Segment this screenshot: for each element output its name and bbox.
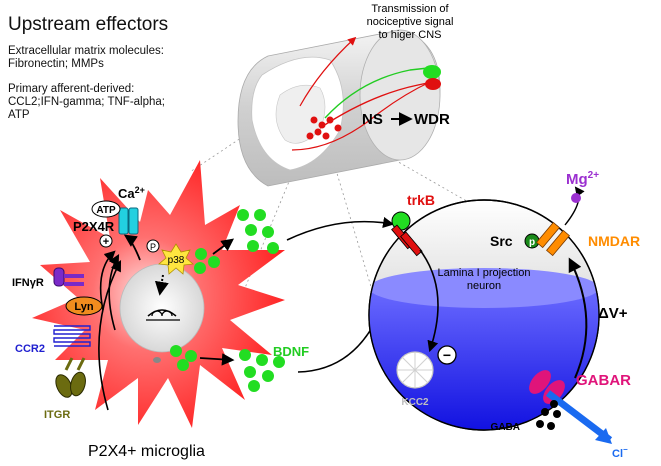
ns-label: NS [362,111,383,128]
transmission-label-1: Transmission of [371,3,449,15]
p38-label: p38 [168,255,185,266]
ecm-header: Extracellular matrix molecules: [8,45,164,57]
bdnf-to-trkb-arrow-upper [286,216,395,241]
cl-label: Cl− [612,445,628,460]
atp-bubble [91,200,121,218]
spinal-pathways [291,36,441,151]
transmission-label-2: nociceptive signal [367,16,454,28]
bdnf-vesicles-lower [170,345,197,371]
minus-label: − [443,347,451,363]
itgr-arrow [98,260,122,411]
wdr-label: WDR [414,111,450,128]
itgr-receptor [55,357,86,398]
afferent-header: Primary afferent-derived: [8,83,135,95]
mg-release-arrow [564,186,585,226]
p38-to-nucleus-arrow [154,274,169,296]
cl-efflux-arrowhead [595,428,612,444]
bdnf-extracellular-lower [239,349,285,392]
ifngr-label: IFNγR [12,277,44,289]
phospho-icon [146,239,160,253]
microglia-label: P2X4+ microglia [88,443,205,460]
atp-label: ATP [96,205,116,216]
bdnf-label: BDNF [273,344,309,359]
release-arrow-lower [199,353,235,366]
gaba-label: GABA [491,422,520,433]
ecm-items: Fibronectin; MMPs [8,58,104,70]
release-arrow-upper [212,238,235,255]
transmission-label-3: to higer CNS [379,29,442,41]
kcc2-label: KCC2 [401,397,429,408]
bdnf-vesicles-upper [194,248,220,274]
src-label: Src [490,233,513,249]
mg-label: Mg2+ [566,170,599,188]
nmdar-label: NMDAR [588,233,640,249]
ca-label: Ca2+ [118,185,145,201]
nmdar-channel [536,221,570,257]
neuron-label-1: Lamina I projection [438,267,531,279]
neuron-label-2: neuron [467,280,501,292]
kcc2-transporter [396,351,434,389]
trkb-to-kcc2-arrow [419,249,439,353]
plus-icon [99,234,113,248]
itgr-label: ITGR [44,409,70,421]
trkb-receptor [391,224,423,257]
delta-v-arrow [568,257,588,379]
microglia-nucleus [119,263,205,353]
lyn-oval [65,296,103,316]
p38-star-icon [158,243,194,275]
cl-efflux-arrow [545,390,613,443]
p2x4r-label: P2X4R [73,219,115,234]
ifngr-receptor [53,267,84,287]
ccr2-arrow [108,254,120,331]
bdnf-extracellular-upper [237,209,279,254]
p2x4r-channel [118,207,139,235]
gabar-label: GABAR [576,372,631,389]
ca-to-p38-arrow [123,234,141,261]
gaba-molecules [536,400,561,430]
afferent-line-1: CCL2;IFN-gamma; TNF-alpha; [8,96,165,108]
diagram-title: Upstream effectors [8,14,169,35]
minus-icon [437,345,457,365]
trkb-label: trkB [407,192,435,208]
mg-ion [571,193,581,203]
delta-v-label: ΔV+ [598,305,628,322]
lyn-label: Lyn [74,301,93,313]
plus-label: + [103,236,109,248]
ccr2-receptor [53,325,91,347]
phospho-label: P [150,242,156,252]
src-phospho-label: p [529,237,535,248]
afferent-line-2: ATP [8,109,30,121]
ccr2-label: CCR2 [15,343,45,355]
gabar-receptor [529,370,565,404]
